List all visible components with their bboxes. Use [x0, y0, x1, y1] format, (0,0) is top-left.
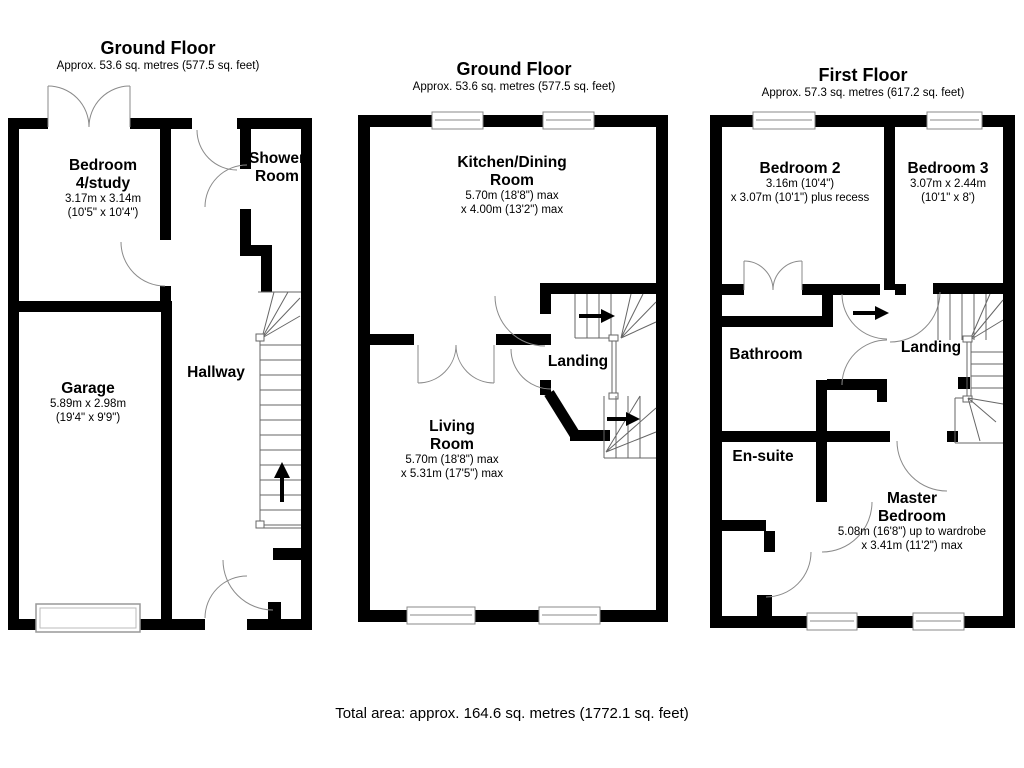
plan-middle-diagonal-wall: [544, 390, 582, 441]
plan-left-subtitle: Approx. 53.6 sq. metres (577.5 sq. feet): [56, 60, 260, 72]
plan-left-windows: [35, 603, 141, 633]
plan-middle-down-arrow: [607, 412, 640, 426]
room-label-shower-room: Shower Room: [249, 150, 305, 185]
room-label-landing-first: Landing: [900, 339, 962, 356]
plan-left-stairs-up-arrow: [274, 462, 290, 502]
plan-right-title: First Floor: [818, 65, 908, 85]
plan-middle-header: Ground Floor Approx. 53.6 sq. metres (57…: [358, 58, 670, 95]
room-label-kitchen-dining: Kitchen/Dining Room 5.70m (18'8") max x …: [457, 154, 567, 216]
plan-left-header: Ground Floor Approx. 53.6 sq. metres (57…: [8, 37, 308, 74]
plan-right-header: First Floor Approx. 57.3 sq. metres (617…: [710, 64, 1016, 101]
room-label-landing-ground: Landing: [547, 353, 609, 370]
plan-left-doors: [47, 85, 274, 619]
plan-left-title: Ground Floor: [100, 38, 216, 58]
plan-right-down-arrow: [853, 306, 889, 320]
plan-right-windows: [752, 111, 983, 631]
room-label-garage: Garage 5.89m x 2.98m (19'4" x 9'9"): [49, 380, 127, 424]
plan-middle-title: Ground Floor: [456, 59, 572, 79]
room-label-bathroom: Bathroom: [729, 346, 803, 363]
total-area-label: Total area: approx. 164.6 sq. metres (17…: [335, 705, 689, 722]
plan-right-stairs: [937, 293, 1004, 444]
room-label-bedroom3: Bedroom 3 3.07m x 2.44m (10'1" x 8'): [907, 160, 989, 204]
plan-right-subtitle: Approx. 57.3 sq. metres (617.2 sq. feet): [761, 87, 965, 99]
room-label-bedroom4-study: Bedroom 4/study 3.17m x 3.14m (10'5" x 1…: [64, 157, 142, 219]
room-label-ensuite: En-suite: [732, 448, 794, 465]
room-label-bedroom2: Bedroom 2 3.16m (10'4") x 3.07m (10'1") …: [730, 160, 870, 204]
plan-left-stairs: [255, 291, 301, 529]
room-label-living-room: Living Room 5.70m (18'8") max x 5.31m (1…: [400, 418, 504, 480]
room-label-master-bedroom: Master Bedroom 5.08m (16'8") up to wardr…: [837, 490, 987, 552]
room-label-hallway: Hallway: [187, 364, 245, 381]
plan-middle-up-arrow: [579, 309, 615, 323]
plan-middle-subtitle: Approx. 53.6 sq. metres (577.5 sq. feet): [412, 81, 616, 93]
plan-middle-doors: [417, 295, 552, 390]
plan-middle-stairs: [574, 293, 657, 459]
plan-right-doors: [743, 260, 948, 598]
plan-middle-windows: [406, 111, 601, 625]
